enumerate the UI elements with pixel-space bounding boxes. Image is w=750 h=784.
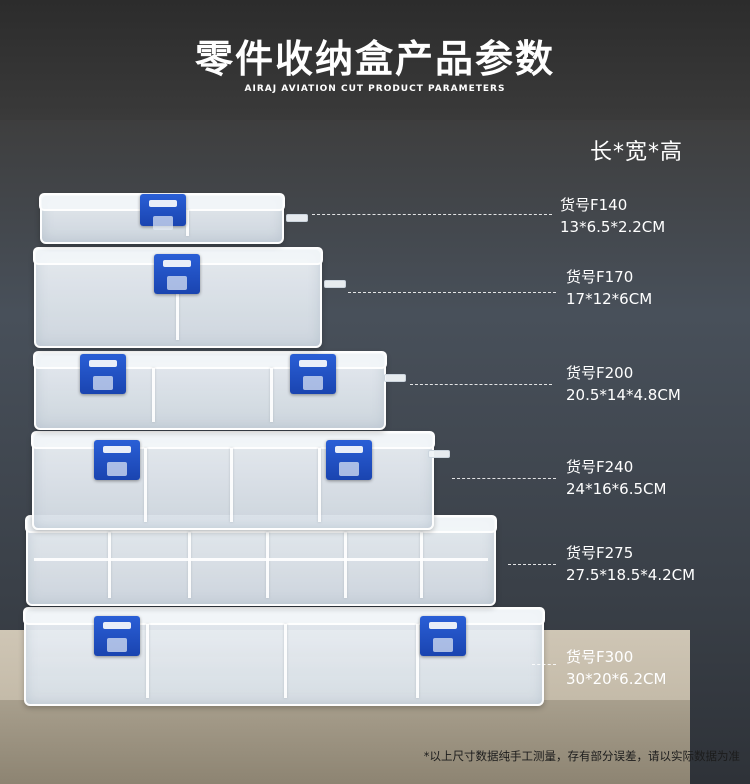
latch-right	[290, 354, 336, 394]
latch-right	[420, 616, 466, 656]
desk-edge	[0, 700, 690, 784]
latch-left	[80, 354, 126, 394]
product-label-f300: 货号F300 30*20*6.2CM	[566, 646, 666, 690]
lid-tab	[286, 214, 308, 222]
leader-line-f300	[532, 664, 556, 665]
product-label-f240: 货号F240 24*16*6.5CM	[566, 456, 666, 500]
lid-tab	[428, 450, 450, 458]
box-horizontal-divider	[34, 558, 488, 561]
dimensions-header: 长*宽*高	[590, 140, 684, 165]
product-label-f200: 货号F200 20.5*14*4.8CM	[566, 362, 681, 406]
box-divider	[266, 532, 269, 598]
box-f300	[23, 607, 545, 706]
box-divider	[230, 448, 233, 522]
box-divider	[416, 624, 419, 698]
box-f140	[39, 193, 308, 244]
product-label-f275: 货号F275 27.5*18.5*4.2CM	[566, 542, 695, 586]
product-model: 货号F275	[566, 544, 634, 562]
product-model: 货号F140	[560, 196, 628, 214]
box-divider	[146, 624, 149, 698]
product-size: 13*6.5*2.2CM	[560, 218, 666, 236]
page-subtitle: AIRAJ AVIATION CUT PRODUCT PARAMETERS	[244, 84, 506, 94]
product-model: 货号F200	[566, 364, 634, 382]
box-divider	[420, 532, 423, 598]
box-divider	[270, 368, 273, 422]
latch-center	[154, 254, 200, 294]
product-size: 24*16*6.5CM	[566, 480, 667, 498]
box-divider	[188, 532, 191, 598]
box-divider	[318, 448, 321, 522]
latch-right	[326, 440, 372, 480]
lid-tab	[384, 374, 406, 382]
box-divider	[152, 368, 155, 422]
leader-line-f170	[348, 292, 556, 293]
box-divider	[144, 448, 147, 522]
box-divider	[344, 532, 347, 598]
page-title: 零件收纳盒产品参数	[194, 37, 555, 81]
box-f170	[33, 247, 346, 348]
leader-line-f275	[508, 564, 556, 565]
leader-line-f140	[312, 214, 552, 215]
box-divider	[108, 532, 111, 598]
latch-left	[94, 440, 140, 480]
box-f240	[31, 431, 450, 530]
latch-center	[140, 194, 186, 230]
measurement-footnote: *以上尺寸数据纯手工测量，存有部分误差，请以实际数据为准	[423, 749, 740, 763]
product-size: 20.5*14*4.8CM	[566, 386, 681, 404]
box-f200	[33, 351, 406, 430]
latch-left	[94, 616, 140, 656]
box-lid	[31, 431, 435, 449]
product-size: 27.5*18.5*4.2CM	[566, 566, 696, 584]
box-divider	[284, 624, 287, 698]
product-model: 货号F170	[566, 268, 634, 286]
box-divider	[176, 264, 179, 340]
product-size: 17*12*6CM	[566, 290, 653, 308]
box-divider	[186, 210, 189, 236]
leader-line-f200	[410, 384, 552, 385]
product-size: 30*20*6.2CM	[566, 670, 667, 688]
product-label-f170: 货号F170 17*12*6CM	[566, 266, 652, 310]
lid-tab	[324, 280, 346, 288]
leader-line-f240	[452, 478, 556, 479]
product-model: 货号F300	[566, 648, 634, 666]
header-banner: 零件收纳盒产品参数 AIRAJ AVIATION CUT PRODUCT PAR…	[0, 0, 750, 120]
product-model: 货号F240	[566, 458, 634, 476]
product-label-f140: 货号F140 13*6.5*2.2CM	[560, 194, 665, 238]
